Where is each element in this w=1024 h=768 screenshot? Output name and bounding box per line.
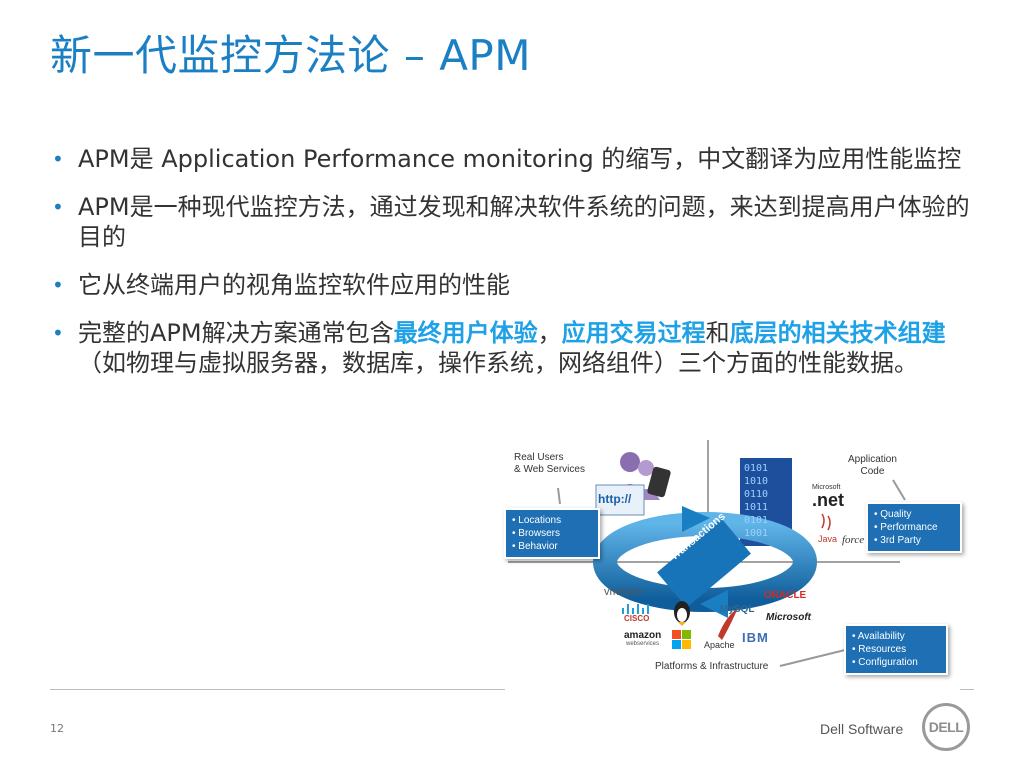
force-logo: force: [842, 534, 865, 546]
mysql-logo: MySQL: [720, 604, 755, 615]
bullet-item: •APM是一种现代监控方法，通过发现和解决软件系统的问题，来达到提高用户体验的目…: [52, 193, 970, 251]
browser-icon: [595, 484, 645, 516]
amazon-logo: amazon: [624, 630, 662, 641]
box-user-metrics: LocationsBrowsersBehavior: [504, 508, 600, 559]
java-logo: Java: [818, 534, 838, 544]
cisco-bars-icon: [622, 604, 649, 614]
ibm-logo: IBM: [742, 630, 769, 645]
diagram-graphics: [508, 440, 906, 667]
slide-title: 新一代监控方法论 – APM: [50, 31, 531, 80]
microsoft-logo: Microsoft: [766, 612, 811, 623]
oracle-logo: ORACLE: [764, 590, 807, 601]
linux-icon: [674, 601, 690, 626]
footer-divider: [50, 689, 505, 690]
dotnet-logo: .net: [812, 490, 845, 510]
bullet-dot-icon: •: [52, 273, 64, 297]
bullet-item: •完整的APM解决方案通常包含最终用户体验，应用交易过程和底层的相关技术组建（如…: [52, 319, 946, 377]
brand-name: Dell Software: [820, 721, 904, 737]
box-app-metrics: QualityPerformance3rd Party: [866, 502, 962, 553]
bullet-dot-icon: •: [52, 147, 64, 171]
bullet-list: •APM是 Application Performance monitoring…: [48, 144, 978, 396]
callout-line: [779, 649, 846, 667]
callout-line: [892, 479, 906, 501]
highlight-end-user: 最终用户体验: [393, 319, 538, 347]
apache-logo: Apache: [704, 640, 735, 650]
windows-icon: [672, 630, 691, 649]
http-text: http://: [598, 492, 632, 506]
cisco-logo: CISCO: [624, 614, 650, 623]
binary-text: 0101 1010 0110 1011 0101 1001: [744, 463, 769, 539]
highlight-transactions: 应用交易过程: [561, 319, 706, 347]
callout-line: [557, 487, 561, 505]
bullet-item: •它从终端用户的视角监控软件应用的性能: [52, 271, 510, 299]
footer-divider: [960, 689, 974, 690]
highlight-infrastructure: 底层的相关技术组建: [729, 319, 946, 347]
box-infra-metrics: AvailabilityResourcesConfiguration: [844, 624, 948, 675]
bullet-dot-icon: •: [52, 321, 64, 345]
label-platforms: Platforms & Infrastructure: [655, 661, 769, 672]
dell-logo-icon: DELL: [922, 703, 970, 751]
java-cup-icon: [821, 513, 831, 531]
transactions-ring-icon: [593, 506, 817, 618]
bullet-item: •APM是 Application Performance monitoring…: [52, 145, 962, 173]
label-real-users: Real Users& Web Services: [514, 452, 585, 475]
bullet-dot-icon: •: [52, 195, 64, 219]
vmware-logo: vmware: [604, 586, 643, 598]
page-number: 12: [50, 722, 64, 735]
apache-feather-icon: [718, 608, 738, 640]
